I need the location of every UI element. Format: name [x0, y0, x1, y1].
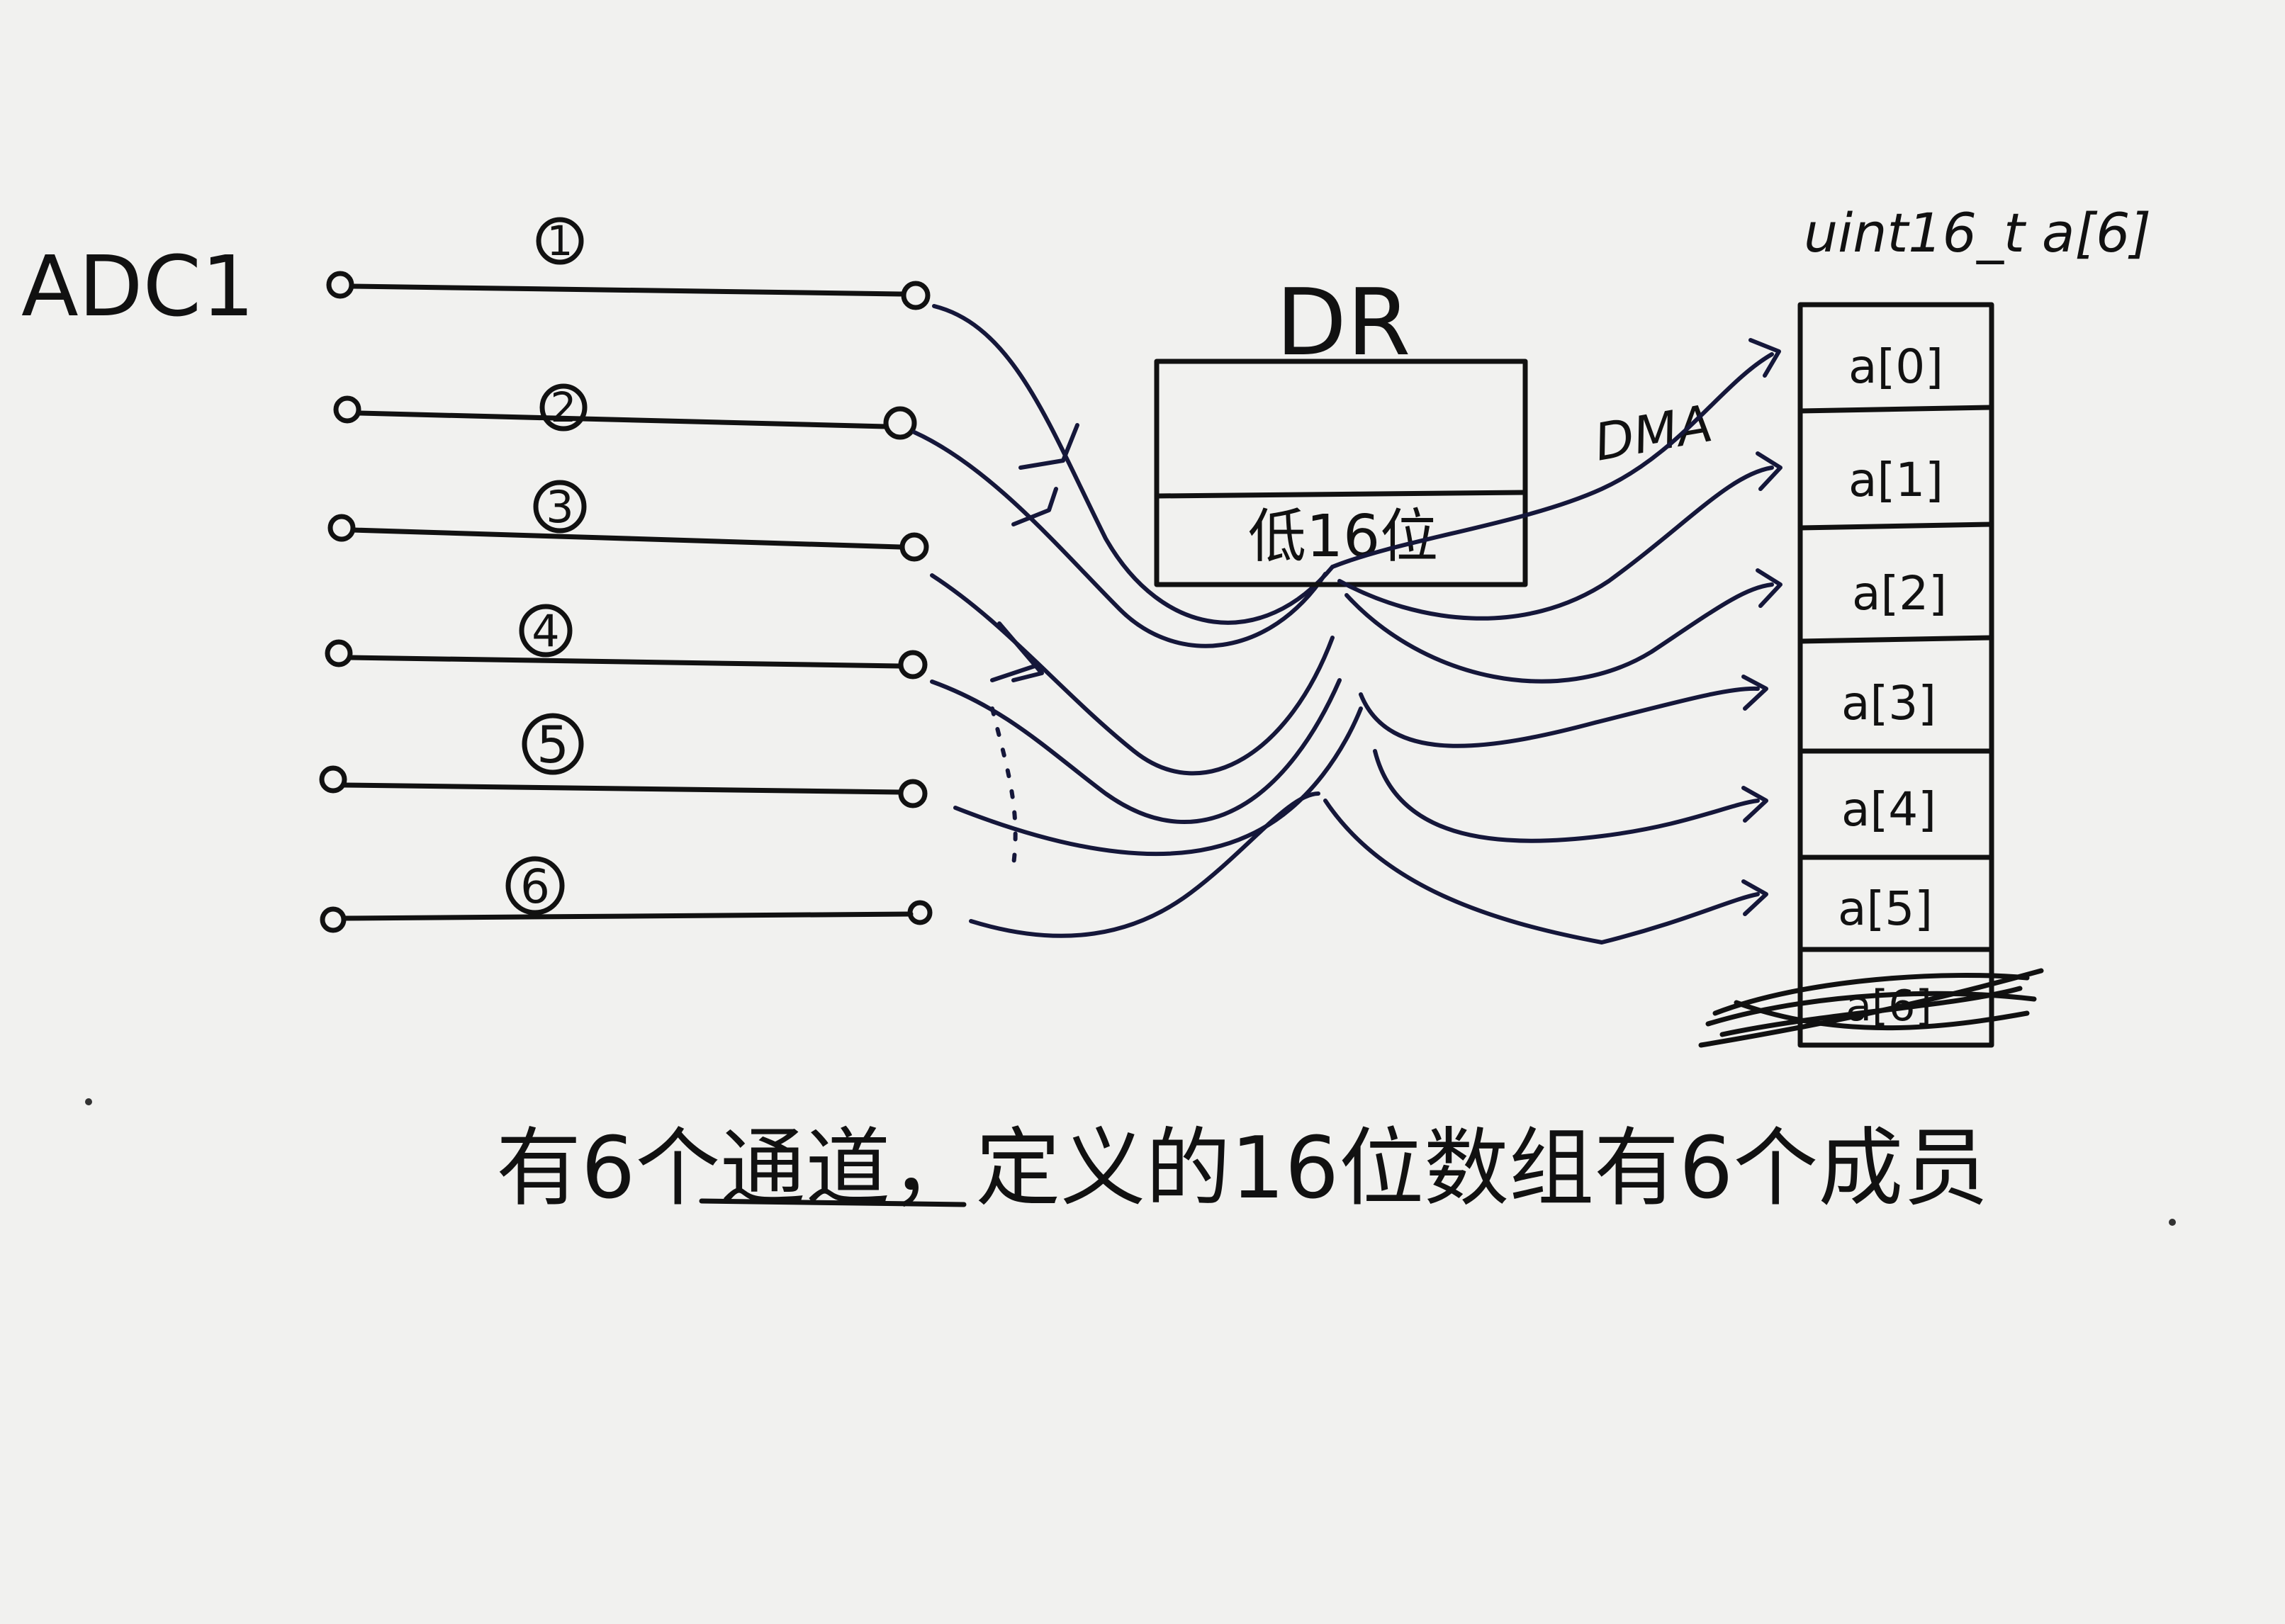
arrowhead-a2	[1756, 568, 1782, 608]
channel-3-end-terminal	[899, 532, 929, 562]
channel-5-end-terminal	[898, 779, 928, 808]
array-cell-a3: a[3]	[1841, 676, 1936, 731]
channel-3: 3	[327, 480, 929, 562]
dr-label: DR	[1276, 269, 1410, 376]
arrow-mark-2	[1011, 487, 1058, 526]
channel-6-number-circle	[505, 856, 565, 915]
channel-3-number-circle	[533, 480, 587, 534]
channel-4-number-circle	[519, 604, 573, 658]
arrow-mark-3	[997, 621, 1044, 682]
channel-6-start-terminal	[320, 906, 347, 933]
channel-5-wire	[342, 782, 903, 795]
arrow-mark-4	[990, 664, 1037, 682]
array-divider-3	[1797, 635, 1994, 644]
channel-6-number: 6	[520, 859, 550, 914]
channel-5-number-circle	[522, 713, 584, 775]
array-cell-a0: a[0]	[1848, 339, 1943, 394]
arrow-mark-1	[1018, 423, 1079, 470]
dr-register: DR 低16位	[1154, 269, 1528, 587]
crossed-out-cell-group: a[6]	[1698, 968, 2044, 1048]
channel-6-wire	[341, 911, 914, 921]
input-routing-curves	[912, 304, 1363, 938]
channel-2-end-terminal	[883, 406, 917, 440]
channel-1-end-terminal	[901, 281, 931, 310]
scribble-line-5	[1734, 1000, 2030, 1031]
array-cell-a1: a[1]	[1848, 453, 1943, 507]
route-ch6-to-dr	[969, 791, 1320, 938]
route-ch5-to-dr	[953, 706, 1363, 857]
channel-5: 5	[319, 713, 928, 808]
route-ch4-to-dr	[930, 678, 1342, 824]
route-dr-to-a2	[1344, 582, 1774, 684]
caption-underline	[699, 1198, 967, 1207]
output-routing-curves	[1323, 338, 1782, 944]
array-divider-1	[1797, 405, 1994, 414]
channel-4-end-terminal	[898, 650, 928, 680]
route-ch3-to-dr	[930, 573, 1335, 776]
array-outline	[1797, 302, 1994, 1048]
channel-5-number: 5	[537, 715, 569, 774]
dr-lower-half-label: 低16位	[1248, 503, 1438, 570]
arrowhead-a1	[1756, 451, 1782, 491]
route-dr-to-a5	[1323, 799, 1760, 944]
channel-6-end-terminal	[907, 900, 933, 925]
dr-register-box	[1154, 359, 1528, 587]
route-dr-to-a3	[1359, 686, 1760, 748]
channel-1-number: 1	[547, 217, 573, 265]
array-cell-a5: a[5]	[1838, 881, 1933, 936]
route-ch2-to-dr	[912, 430, 1327, 648]
route-dr-to-a0	[1330, 352, 1774, 569]
channel-2-number-circle	[539, 383, 588, 432]
channel-6: 6	[320, 856, 933, 933]
channel-3-number: 3	[546, 481, 573, 533]
arrowhead-a5	[1741, 879, 1768, 916]
arrowhead-a4	[1741, 786, 1768, 823]
channel-wires: 1 2 3 4 5	[319, 217, 933, 933]
array-divider-2	[1797, 521, 1994, 531]
channel-2: 2	[333, 383, 917, 440]
arrowhead-a0	[1748, 338, 1781, 378]
channel-4: 4	[325, 604, 928, 680]
dr-register-divider	[1154, 490, 1528, 499]
channel-1-number-circle	[536, 217, 584, 265]
route-ch1-to-dr	[932, 304, 1335, 625]
channel-1-start-terminal	[326, 271, 354, 299]
channel-1-wire	[349, 283, 906, 297]
channel-1: 1	[326, 217, 931, 310]
arrowhead-a3	[1741, 675, 1768, 711]
scribble-line-1	[1712, 973, 2030, 1016]
dma-label: DMA	[1590, 393, 1717, 473]
array-cell-a4: a[4]	[1841, 782, 1936, 837]
channel-2-start-terminal	[333, 395, 361, 424]
channel-3-wire	[350, 527, 903, 550]
adc-label: ADC1	[21, 237, 254, 335]
channel-3-start-terminal	[327, 514, 356, 542]
array-declaration: uint16_t a[6]	[1804, 201, 2151, 264]
channel-5-start-terminal	[319, 765, 347, 794]
channel-4-wire	[347, 655, 903, 669]
route-dr-to-a1	[1337, 466, 1774, 621]
array-cell-a2: a[2]	[1852, 566, 1947, 621]
route-dr-to-a4	[1373, 749, 1760, 843]
channel-2-wire	[356, 410, 889, 429]
stray-dot-left	[85, 1098, 92, 1105]
channel-4-start-terminal	[325, 639, 353, 667]
scribble-line-4	[1698, 968, 2044, 1048]
array-column: a[0] a[1] a[2] a[3] a[4] a[5] a[6]	[1698, 302, 2044, 1048]
dotted-guide	[990, 706, 1018, 867]
stray-dot-right	[2169, 1219, 2176, 1226]
channel-2-number: 2	[551, 383, 577, 432]
channel-4-number: 4	[532, 605, 559, 657]
